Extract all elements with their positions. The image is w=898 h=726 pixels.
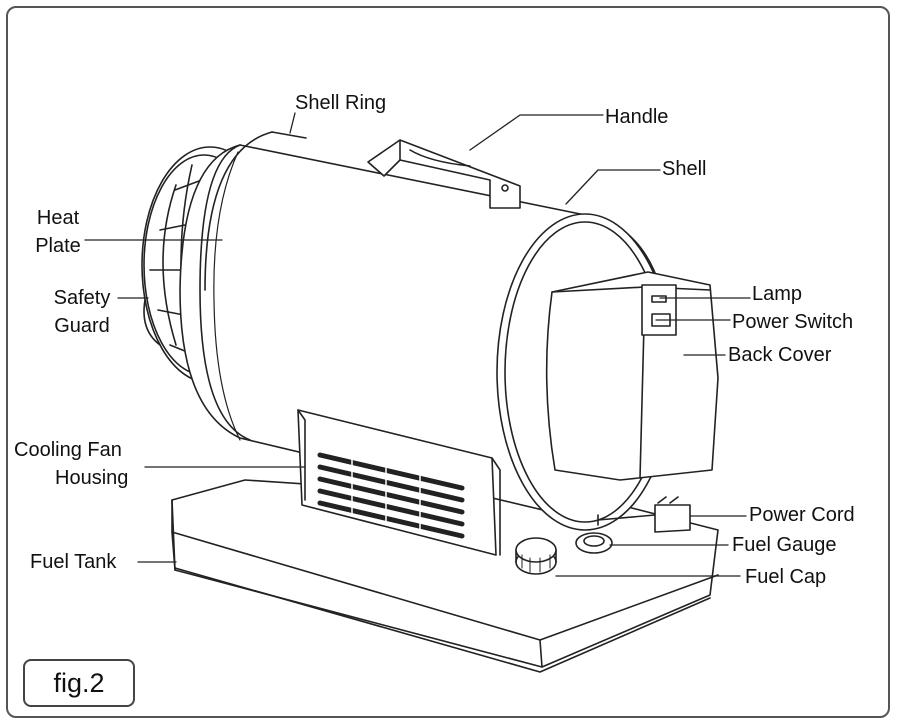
- label-cooling-fan-line2: Housing: [55, 467, 129, 489]
- power-cord-shape: [597, 496, 691, 533]
- label-shell: Shell: [662, 158, 707, 180]
- figure-label: fig.2: [53, 667, 105, 698]
- leader-lines: [84, 112, 751, 577]
- diagram-frame: [6, 6, 890, 718]
- label-handle: Handle: [605, 106, 669, 128]
- label-heat-plate-line1: Heat: [36, 207, 80, 229]
- label-safety-guard-line1: Safety: [53, 287, 111, 309]
- label-back-cover: Back Cover: [728, 344, 832, 366]
- label-lamp: Lamp: [752, 283, 803, 305]
- label-heat-plate-line2: Plate: [35, 235, 81, 257]
- handle-shape: [367, 139, 521, 209]
- label-power-switch: Power Switch: [732, 311, 854, 333]
- label-fuel-cap: Fuel Cap: [745, 566, 827, 588]
- cooling-fan-housing-shape: [297, 409, 501, 556]
- fuel-cap-shape: [515, 537, 557, 575]
- label-safety-guard-line2: Guard: [54, 315, 110, 337]
- label-fuel-gauge: Fuel Gauge: [732, 534, 837, 556]
- figure-label-box: fig.2: [23, 659, 135, 707]
- label-power-cord: Power Cord: [749, 504, 855, 526]
- back-cover-shape: [545, 271, 719, 481]
- fuel-gauge-shape: [575, 532, 613, 554]
- label-shell-ring: Shell Ring: [295, 92, 387, 114]
- label-cooling-fan-line1: Cooling Fan: [14, 439, 122, 461]
- label-fuel-tank: Fuel Tank: [30, 551, 117, 573]
